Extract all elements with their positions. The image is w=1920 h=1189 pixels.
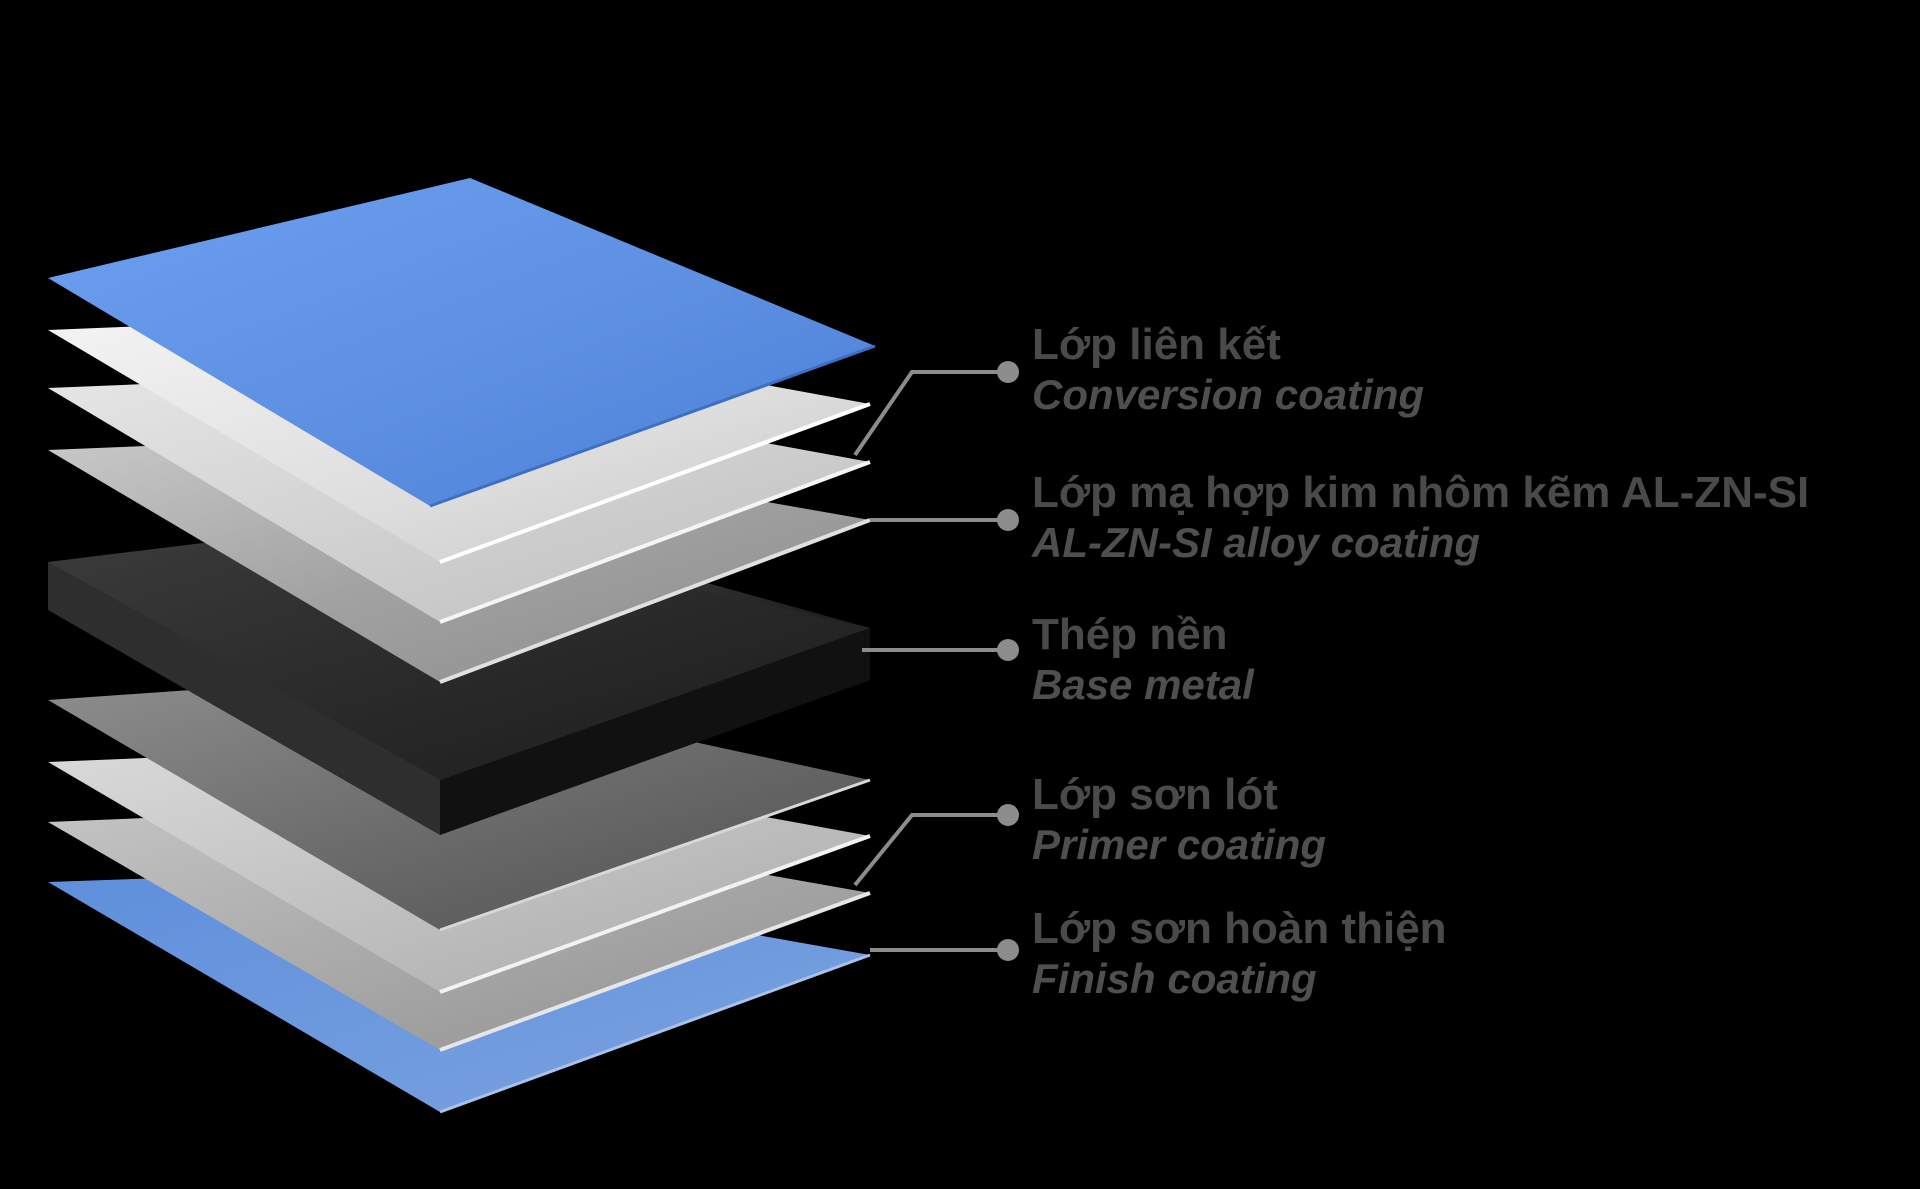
label-conversion-coating: Lớp liên kết Conversion coating	[1032, 320, 1892, 420]
dot-conversion	[997, 361, 1019, 383]
dot-alloy	[997, 509, 1019, 531]
leader-dots	[997, 361, 1019, 961]
dot-base-metal	[997, 639, 1019, 661]
plate-finish-top	[48, 178, 876, 508]
label-finish-coating: Lớp sơn hoàn thiện Finish coating	[1032, 904, 1892, 1004]
label-vi: Lớp sơn lót	[1032, 770, 1278, 819]
leader-line-conversion	[853, 370, 1008, 457]
label-en: Conversion coating	[1032, 371, 1425, 418]
label-vi: Lớp mạ hợp kim nhôm kẽm AL-ZN-SI	[1032, 468, 1810, 517]
leader-line-primer	[853, 813, 1008, 887]
label-en: AL-ZN-SI alloy coating	[1032, 519, 1481, 566]
label-en: Base metal	[1032, 661, 1254, 708]
dot-primer	[997, 804, 1019, 826]
label-base-metal: Thép nền Base metal	[1032, 610, 1892, 710]
label-en: Primer coating	[1032, 821, 1327, 868]
label-vi: Lớp liên kết	[1032, 320, 1281, 369]
leader-lines	[853, 370, 1008, 952]
label-alloy-coating: Lớp mạ hợp kim nhôm kẽm AL-ZN-SI AL-ZN-S…	[1032, 468, 1892, 568]
label-vi: Lớp sơn hoàn thiện	[1032, 904, 1447, 953]
dot-finish	[997, 939, 1019, 961]
label-en: Finish coating	[1032, 955, 1317, 1002]
label-primer-coating: Lớp sơn lót Primer coating	[1032, 770, 1892, 870]
label-vi: Thép nền	[1032, 610, 1228, 659]
